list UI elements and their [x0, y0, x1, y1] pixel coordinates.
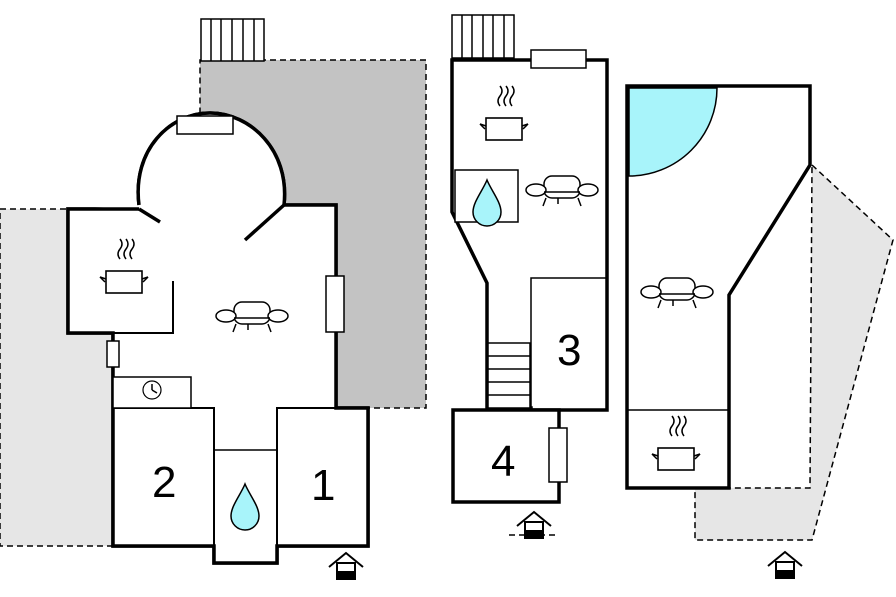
- entrance-icon: [328, 552, 364, 580]
- room-label: 1: [311, 461, 335, 510]
- kitchen-icon: [651, 415, 701, 471]
- terrace-side-left: [0, 208, 114, 547]
- window-icon: [176, 115, 234, 135]
- pool-icon: [628, 87, 718, 177]
- room-label: 3: [557, 326, 581, 375]
- terrace-right: [694, 163, 894, 541]
- stairs-icon: [487, 342, 531, 409]
- room-label: 2: [152, 458, 176, 507]
- sofa-icon: [640, 277, 714, 309]
- room-label: 4: [491, 437, 515, 486]
- entrance-icon: [516, 511, 552, 539]
- building-right-walls: [625, 84, 812, 490]
- kitchen-icon: [479, 85, 529, 141]
- window-icon: [530, 49, 587, 69]
- stairs-icon: [200, 18, 265, 62]
- entrance-icon: [767, 551, 803, 579]
- sofa-icon: [525, 175, 599, 207]
- clock-icon: [142, 380, 162, 400]
- stairs-icon: [451, 14, 515, 59]
